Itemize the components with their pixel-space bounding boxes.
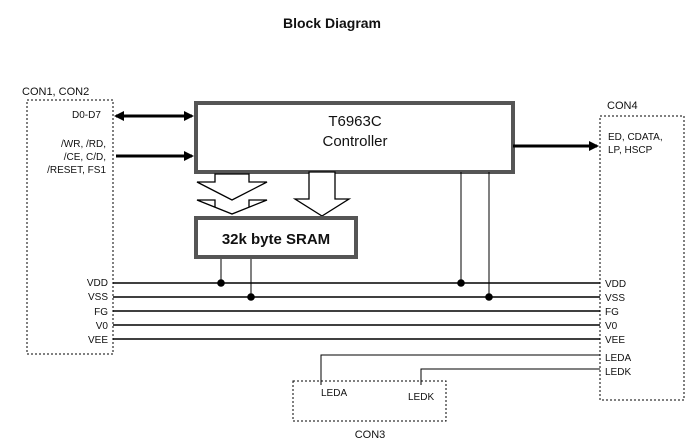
sram-bus-arrow-down [196, 199, 268, 215]
con12-ctrl-line-3: /RESET, FS1 [47, 165, 106, 176]
con4-pin-fg: FG [605, 307, 619, 318]
con4-pin-v0: V0 [605, 321, 618, 332]
controller-block [194, 101, 515, 174]
controller-label: Controller [322, 133, 387, 150]
diagram-title: Block Diagram [283, 15, 381, 31]
con4-pin-vdd: VDD [605, 279, 626, 290]
con3-box [292, 380, 447, 422]
con4-signals-line-2: LP, HSCP [608, 145, 653, 156]
controller-name: T6963C [328, 113, 382, 130]
con12-pin-vss: VSS [88, 292, 108, 303]
con12-pin-v0: V0 [96, 321, 109, 332]
con4-pin-vss: VSS [605, 293, 625, 304]
con12-pin-vee: VEE [88, 335, 108, 346]
con3-pin-ledk: LEDK [408, 392, 434, 403]
con12-box [26, 99, 114, 355]
con4-pin-ledk: LEDK [605, 367, 631, 378]
con12-pin-vdd: VDD [87, 278, 108, 289]
con4-box [599, 115, 685, 401]
con4-pin-leda: LEDA [605, 353, 631, 364]
con12-ctrl-line-1: /WR, /RD, [61, 139, 106, 150]
con12-label: CON1, CON2 [22, 86, 89, 98]
address-arrow [292, 171, 352, 217]
con12-data-bus-label: D0-D7 [72, 110, 101, 121]
sram-bus-arrow-up [196, 173, 268, 201]
con3-pin-leda: LEDA [321, 388, 347, 399]
con4-signals-line-1: ED, CDATA, [608, 132, 663, 143]
con3-label: CON3 [355, 429, 386, 441]
con12-ctrl-line-2: /CE, C/D, [64, 152, 106, 163]
leda-line [320, 354, 600, 385]
con4-pin-vee: VEE [605, 335, 625, 346]
con12-pin-fg: FG [94, 307, 108, 318]
sram-block [194, 216, 358, 259]
con4-label: CON4 [607, 100, 638, 112]
sram-label: 32k byte SRAM [222, 231, 330, 248]
ledk-line [420, 368, 600, 385]
